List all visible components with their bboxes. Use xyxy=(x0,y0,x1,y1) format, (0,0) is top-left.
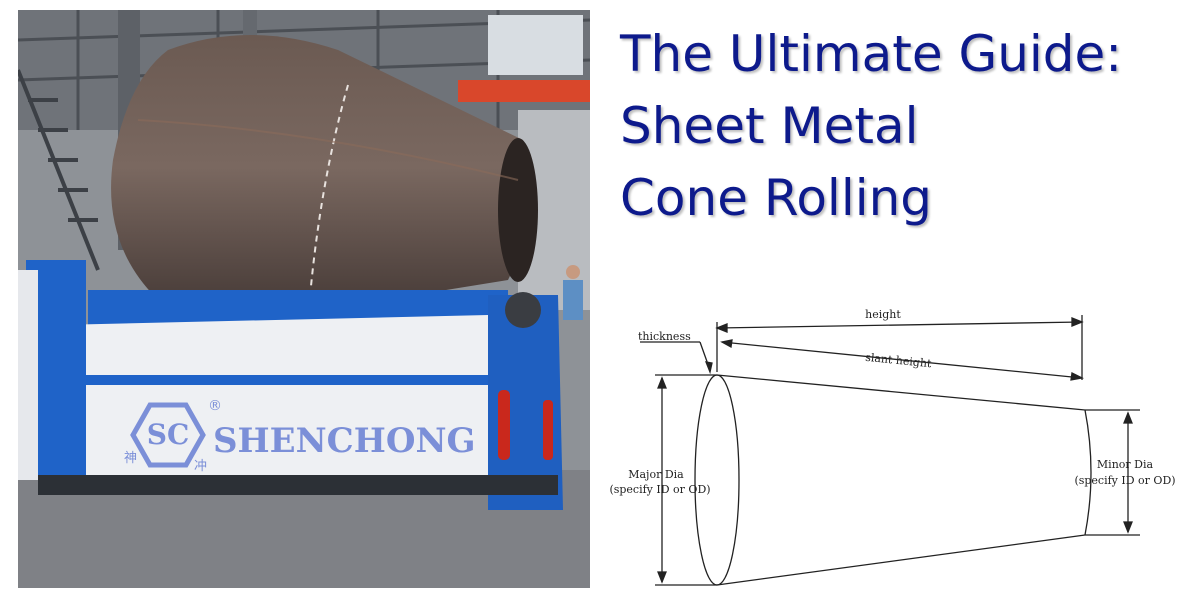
hydraulic-cylinder xyxy=(498,390,510,460)
thickness-label: thickness xyxy=(638,330,691,343)
height-label: height xyxy=(865,308,901,321)
cone-dimension-diagram: height thickness slant height Major Dia … xyxy=(609,308,1176,586)
minor-dia-label: Minor Dia xyxy=(1097,458,1154,471)
arrowhead xyxy=(1071,317,1084,327)
machine-base xyxy=(38,475,558,495)
major-dia-label: Major Dia xyxy=(628,468,684,481)
title-line-2: Sheet Metal xyxy=(620,97,919,155)
title-line-3: Cone Rolling xyxy=(620,169,933,227)
rolled-steel-cone xyxy=(111,35,531,330)
arrowhead xyxy=(720,339,733,349)
arrowhead xyxy=(657,376,667,389)
cone-top-edge xyxy=(716,374,1086,411)
logo-char-left: 神 xyxy=(124,451,137,466)
arrowhead xyxy=(1123,521,1133,534)
minor-dia-note: (specify ID or OD) xyxy=(1074,474,1175,487)
machine-stripe xyxy=(58,375,498,385)
slant-height-label: slant height xyxy=(865,351,933,371)
cone-opening xyxy=(498,138,538,282)
roller-end xyxy=(505,292,541,328)
minor-end-curve xyxy=(1084,409,1092,536)
overhead-crane xyxy=(458,80,590,102)
hydraulic-cylinder xyxy=(543,400,553,460)
arrowhead xyxy=(657,571,667,584)
hexagon-logo-icon xyxy=(130,402,206,468)
cone-rolling-machine-photo: SC ® 神 冲 SHENCHONG xyxy=(18,10,590,588)
worker-head xyxy=(566,265,580,279)
worker-body xyxy=(563,280,583,320)
machine-body xyxy=(58,315,508,480)
logo-char-right: 冲 xyxy=(194,459,207,474)
major-end-ellipse xyxy=(694,374,740,586)
shenchong-logo: SC ® 神 冲 SHENCHONG xyxy=(124,398,476,474)
title-line-1: The Ultimate Guide: xyxy=(620,25,1123,83)
skylight xyxy=(488,15,583,75)
staircase xyxy=(18,69,100,271)
arrowhead xyxy=(715,323,728,333)
height-dimension-line xyxy=(716,321,1083,329)
page-title: The Ultimate Guide: Sheet Metal Cone Rol… xyxy=(620,18,1190,234)
cone-bottom-edge xyxy=(716,534,1086,586)
registered-mark: ® xyxy=(208,398,222,414)
slant-height-dimension-line xyxy=(721,341,1083,379)
arrowhead xyxy=(1070,372,1085,381)
arrowhead xyxy=(1123,411,1133,424)
weld-seam xyxy=(307,84,349,321)
machine-left-cover xyxy=(18,270,38,480)
major-dia-note: (specify ID or OD) xyxy=(609,483,710,496)
brand-name: SHENCHONG xyxy=(213,421,476,461)
rust-streak xyxy=(137,119,519,181)
logo-initials: SC xyxy=(147,418,190,451)
arrowhead xyxy=(704,361,713,375)
